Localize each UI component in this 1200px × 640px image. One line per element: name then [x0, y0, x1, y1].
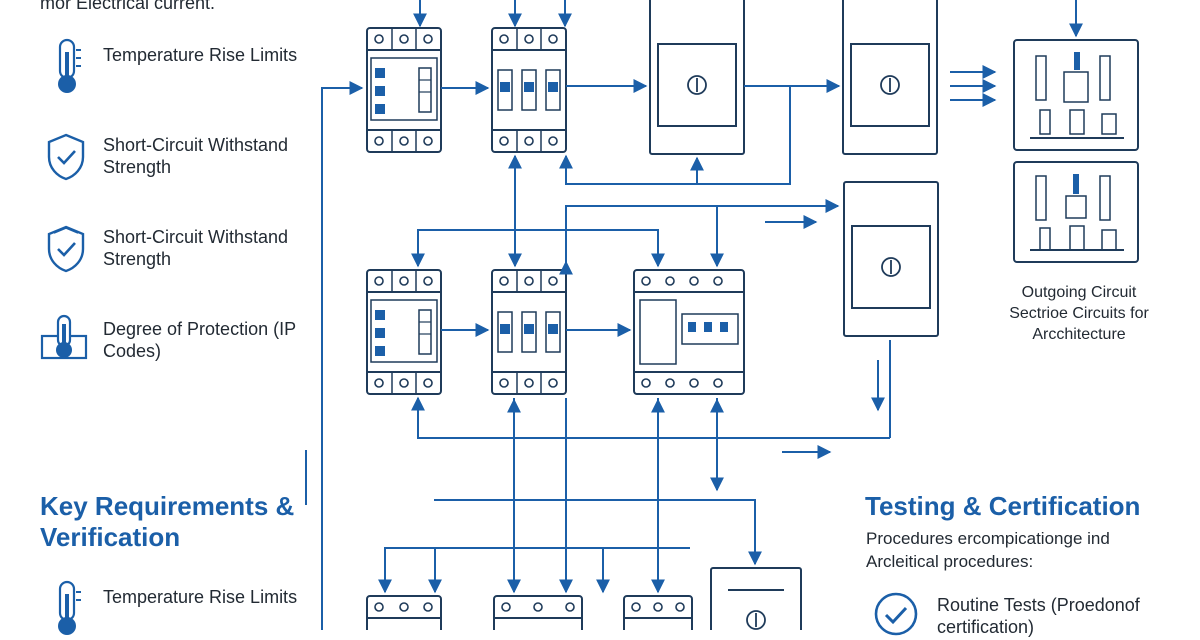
legend-label-short-circuit-2: Short-Circuit Withstand Strength	[103, 227, 289, 269]
legend-label-temperature-rise: Temperature Rise Limits	[103, 45, 298, 65]
testing-item-routine-tests: Routine Tests (Proedonof certification)	[937, 595, 1140, 637]
check-circle-icon	[874, 592, 918, 636]
outgoing-circuit-label: Outgoing Circuit Sectrioe Circuits for A…	[1009, 284, 1149, 343]
thermometer-icon	[58, 580, 81, 635]
top-partial-text: mor Electrical current.	[40, 0, 216, 13]
thermometer-icon	[58, 38, 81, 93]
shield-check-icon	[47, 225, 85, 273]
legend-label-ip-codes: Degree of Protection (IP Codes)	[103, 319, 296, 361]
shield-check-icon	[47, 133, 85, 181]
key-requirements-heading: Key Requirements & Verification	[40, 491, 295, 552]
ip-thermometer-icon	[40, 314, 88, 360]
testing-certification-heading: Testing & Certification	[865, 491, 1141, 521]
key-requirement-item-temperature: Temperature Rise Limits	[103, 587, 298, 607]
legend-label-short-circuit-1: Short-Circuit Withstand Strength	[103, 135, 289, 177]
testing-description: Procedures ercompicationge ind Arcleitic…	[866, 529, 1110, 571]
